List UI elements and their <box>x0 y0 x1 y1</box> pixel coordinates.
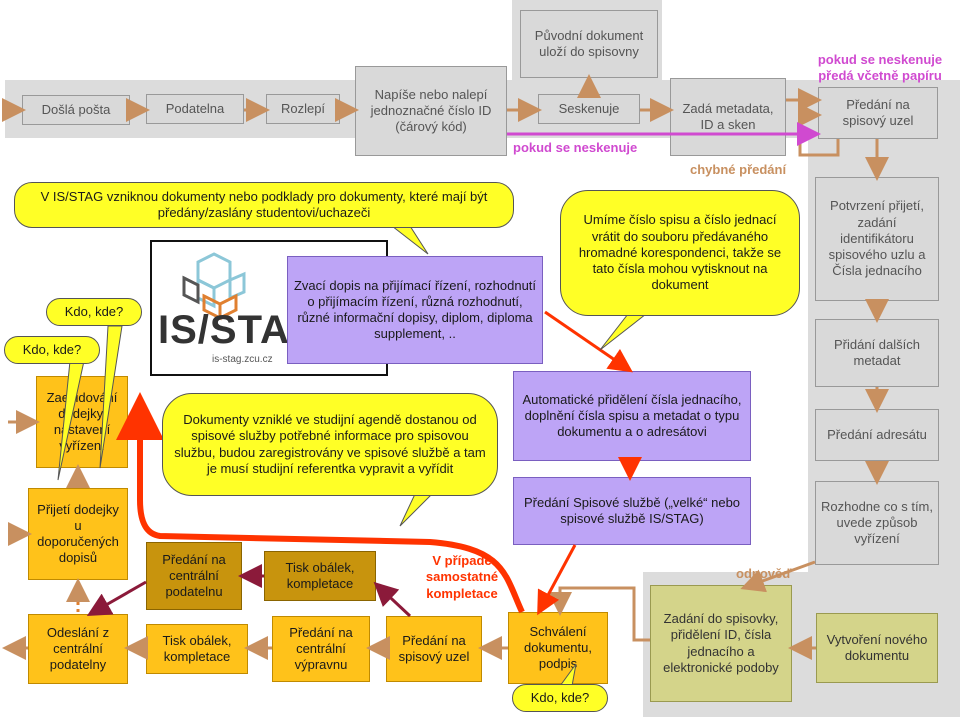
cislo-spisu-bubble: Umíme číslo spisu a číslo jednací vrátit… <box>560 190 800 316</box>
kdo-kde-bubble-2: Kdo, kde? <box>4 336 100 364</box>
maroon-arrows <box>86 564 412 618</box>
predani-uzel-box: Předání na spisový uzel <box>818 87 938 139</box>
pokud-neskenuje-label: pokud se neskenuje <box>513 140 638 155</box>
dokumenty-bubble: Dokumenty vzniklé ve studijní agendě dos… <box>162 393 498 496</box>
odeslani-box: Odeslání z centrální podatelny <box>28 614 128 684</box>
kdo-kde-bubble-3: Kdo, kde? <box>512 684 608 712</box>
zadani-spisovky-box: Zadání do spisovky, přidělení ID, čísla … <box>650 585 792 702</box>
seskenuje-box: Seskenuje <box>538 94 640 124</box>
tisk-obalek-2-box: Tisk obálek, kompletace <box>264 551 376 601</box>
tisk-obalek-1-box: Tisk obálek, kompletace <box>146 624 248 674</box>
predani-spisove-sluzbe-box: Předání Spisové službě („velké“ nebo spi… <box>513 477 751 545</box>
podatelna-box: Podatelna <box>146 94 244 124</box>
predani-spis-uzel-box: Předání na spisový uzel <box>386 616 482 682</box>
puvodni-box: Původní dokument uloží do spisovny <box>520 10 658 78</box>
vznik-bubble: V IS/STAG vzniknou dokumenty nebo podkla… <box>14 182 514 228</box>
rozlepi-box: Rozlepí <box>266 94 340 124</box>
potvrzeni-box: Potvrzení přijetí, zadání identifikátoru… <box>815 177 939 301</box>
zada-metadata-box: Zadá metadata, ID a sken <box>670 78 786 156</box>
predani-vypravnu-box: Předání na centrální výpravnu <box>272 616 370 682</box>
top-arrows <box>2 74 889 660</box>
kdo-kde-bubble-1: Kdo, kde? <box>46 298 142 326</box>
chybne-predani-label: chybné předání <box>690 162 787 177</box>
odpoved-label: odpověď <box>736 566 792 581</box>
red-arrows <box>537 310 642 616</box>
zvaci-dopis-box: Zvací dopis na přijímací řízení, rozhodn… <box>287 256 543 364</box>
samostatne-label: V případě samostatné kompletace <box>425 553 499 601</box>
rozhodne-box: Rozhodne co s tím, uvede způsob vyřízení <box>815 481 939 565</box>
is-stag-logo-url: is-stag.zcu.cz <box>212 354 273 365</box>
prijeti-dodejky-box: Přijetí dodejky u doporučených dopisů <box>28 488 128 580</box>
schvaleni-box: Schválení dokumentu, podpis <box>508 612 608 684</box>
dosla-posta-box: Došlá pošta <box>22 95 130 125</box>
pokud-papir-label: pokud se neskenuje předá včetně papíru <box>817 52 943 83</box>
napise-box: Napíše nebo nalepí jednoznačné číslo ID … <box>355 66 507 156</box>
is-stag-cubes-icon <box>182 252 246 321</box>
vytvoreni-box: Vytvoření nového dokumentu <box>816 613 938 683</box>
red-thick-arrow <box>116 392 525 614</box>
